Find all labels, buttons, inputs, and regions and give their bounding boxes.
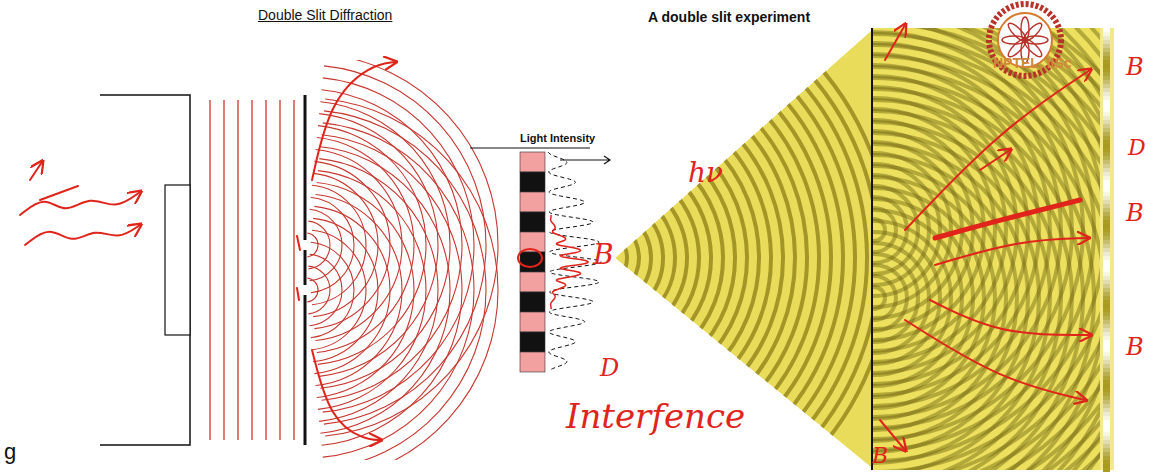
bright-mark: B [1126, 200, 1144, 226]
handwritten-note: Interfence [566, 398, 745, 435]
left-apparatus [100, 54, 610, 472]
screen-strip [1100, 28, 1114, 472]
dark-mark: D [1128, 136, 1146, 160]
annotations [20, 62, 395, 440]
axis-label: Light Intensity [520, 132, 595, 144]
panel-title: A double slit experiment [648, 10, 810, 25]
photon-note: hν [688, 158, 723, 189]
watermark: NPTEL, IISc [993, 56, 1072, 71]
bright-mark: B [1126, 334, 1144, 360]
interference-pattern [872, 28, 1100, 470]
edge-fragment: g [4, 440, 16, 464]
wave-fan [309, 0, 891, 472]
annotation-arrows [880, 25, 1090, 450]
dark-mark: D [600, 355, 619, 381]
bright-mark: B [593, 240, 614, 271]
panel-title: Double Slit Diffraction [258, 8, 392, 23]
bright-mark: B [872, 444, 888, 468]
bright-mark: B [1126, 54, 1144, 80]
